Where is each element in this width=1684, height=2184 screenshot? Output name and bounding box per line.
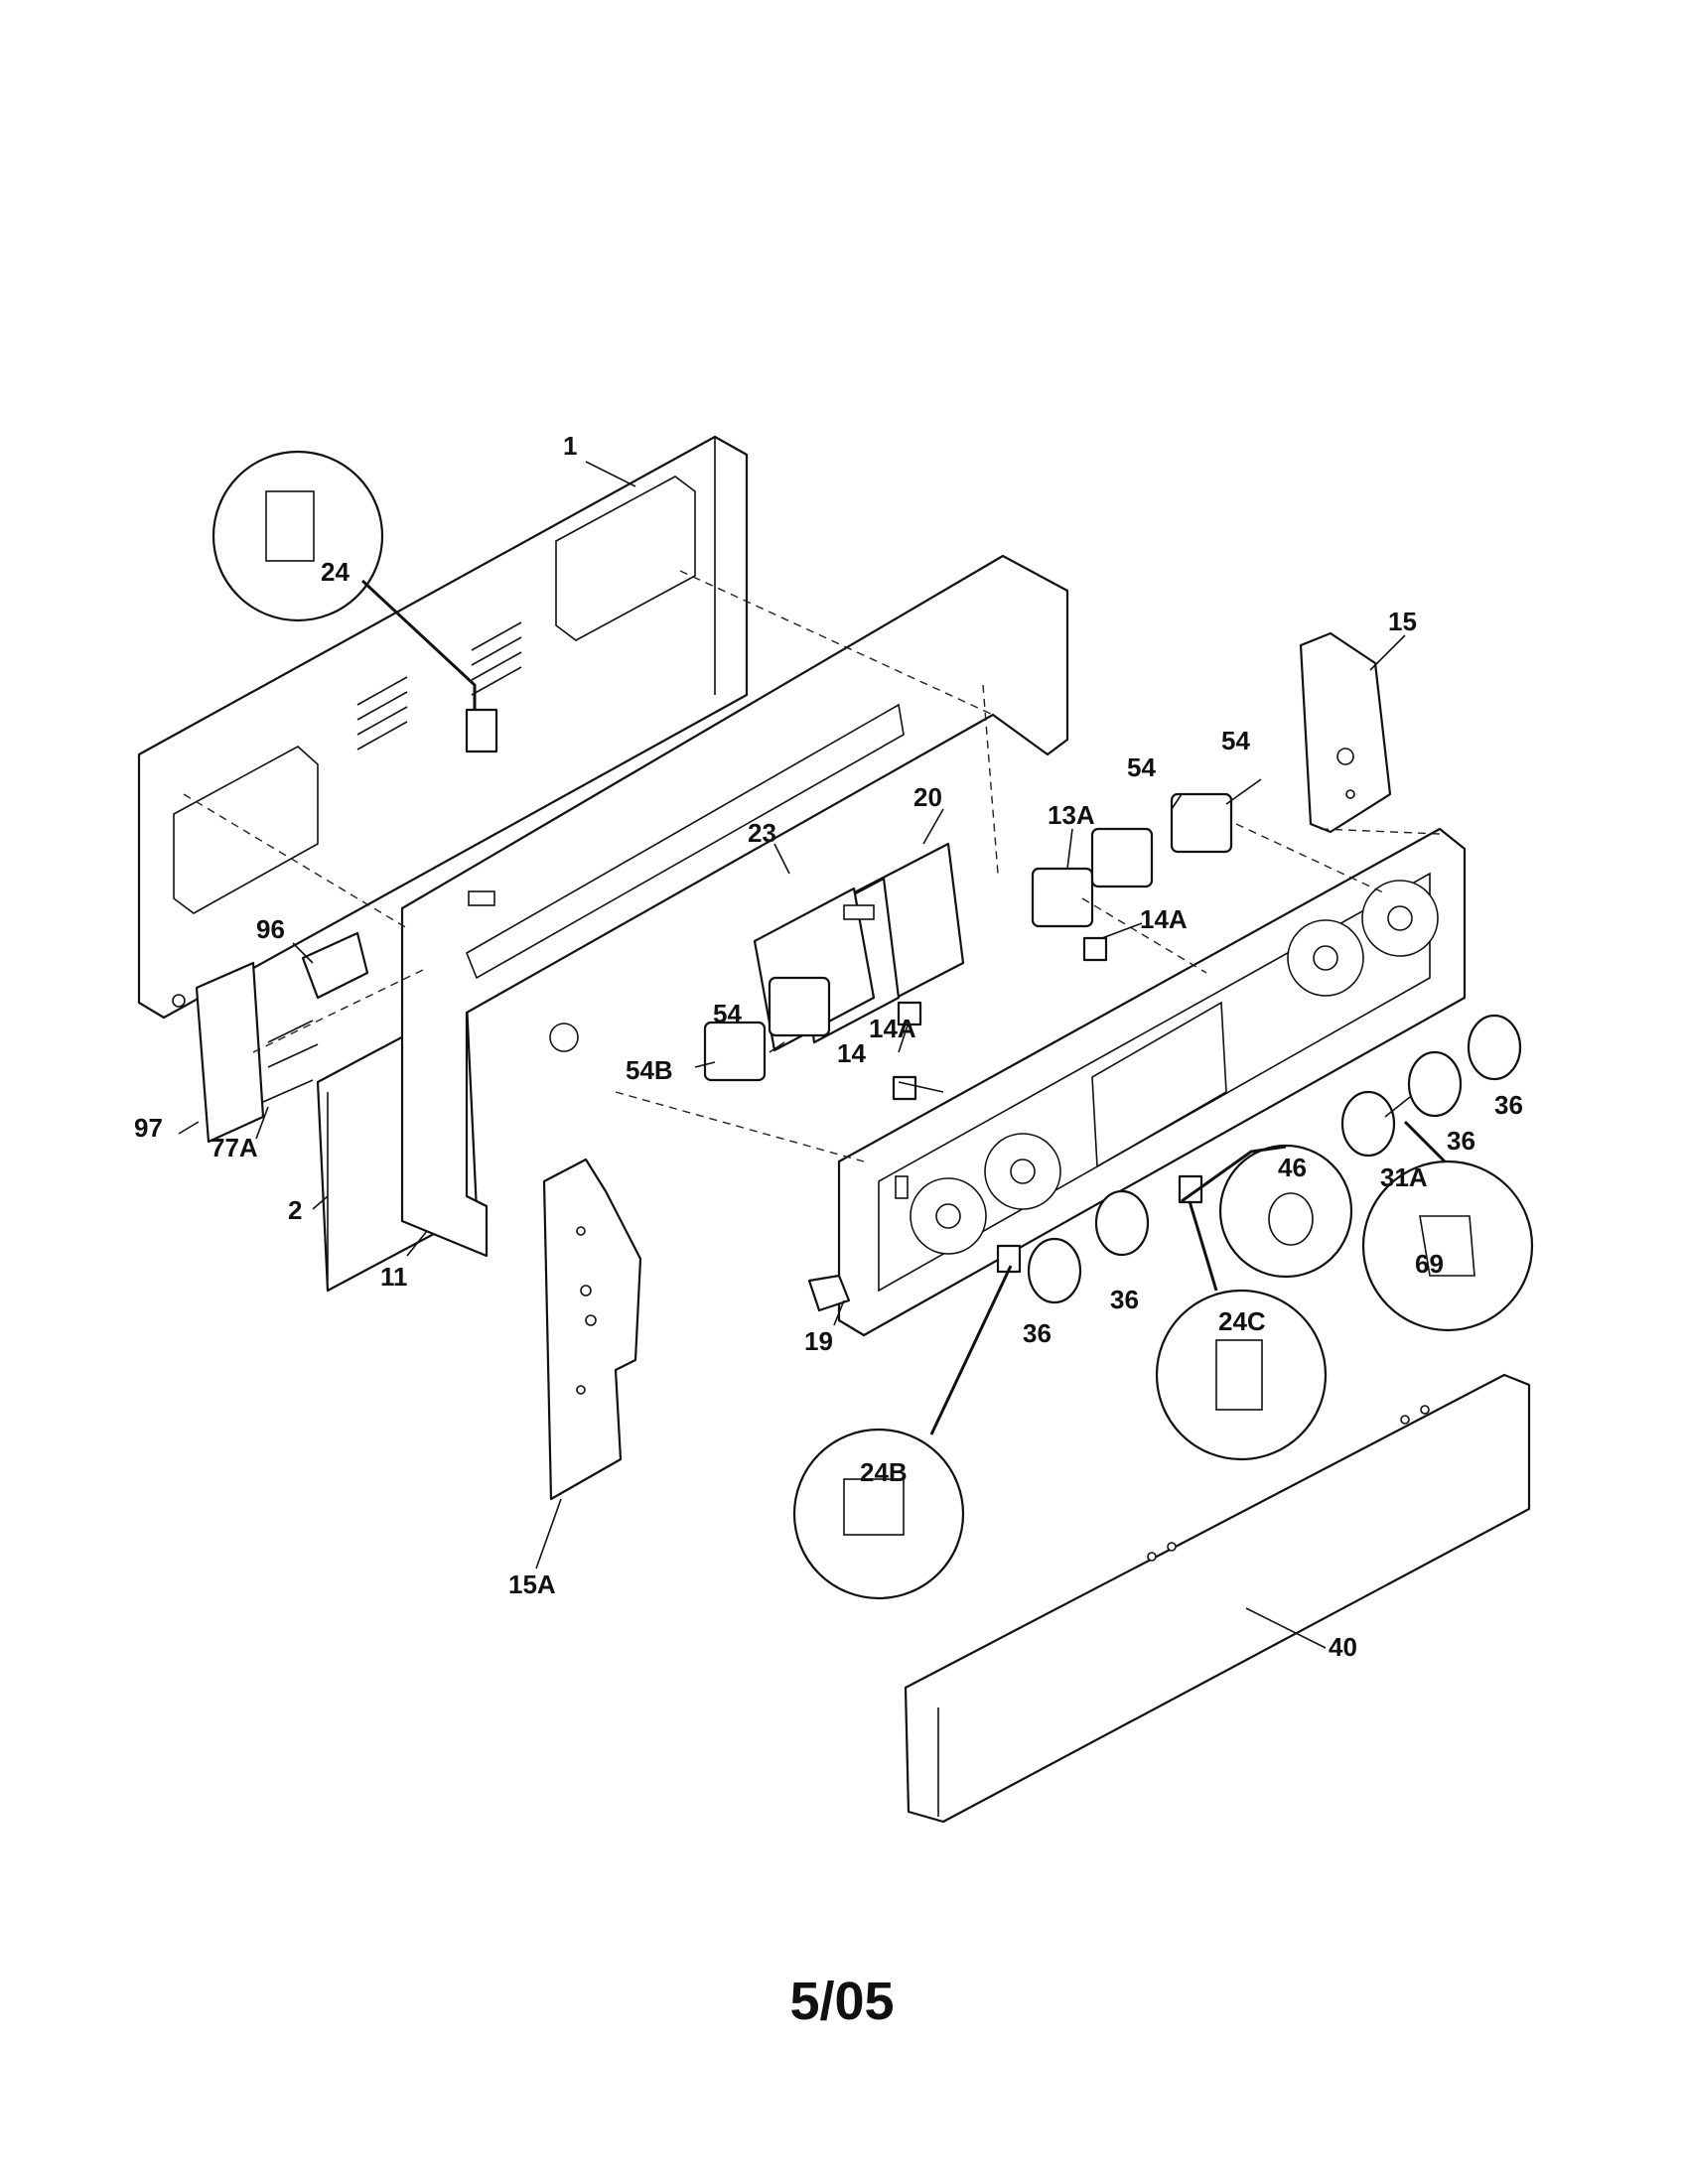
backguard-frame <box>400 554 1069 1258</box>
callout-24: 24 <box>321 557 350 587</box>
callout-20: 20 <box>913 782 942 812</box>
callout-69: 69 <box>1415 1249 1444 1279</box>
callout-labels: 1 2 11 13A 14 14A 14A 15 15A 19 20 23 24… <box>134 431 1523 1662</box>
page-footer: 5/05 <box>789 1972 895 2031</box>
detail-circles <box>211 450 1534 1600</box>
callout-13A: 13A <box>1048 800 1095 830</box>
infinite-switches <box>703 792 1233 1082</box>
callout-14A-a: 14A <box>1140 904 1188 934</box>
callout-19: 19 <box>804 1326 833 1356</box>
callout-36-d: 36 <box>1023 1318 1052 1348</box>
callout-14A-b: 14A <box>869 1014 916 1043</box>
callout-97: 97 <box>134 1113 163 1143</box>
callout-24B: 24B <box>860 1457 908 1487</box>
callout-46: 46 <box>1278 1153 1307 1182</box>
callout-31A: 31A <box>1380 1162 1428 1192</box>
left-end-bracket <box>542 1158 642 1501</box>
leader-lines <box>178 461 1411 1649</box>
callout-54B: 54B <box>626 1055 673 1085</box>
callout-54-a: 54 <box>1127 752 1156 782</box>
rocker-switches <box>465 708 1203 1274</box>
callout-14: 14 <box>837 1038 866 1068</box>
callout-54-b: 54 <box>1221 726 1250 755</box>
callout-36-a: 36 <box>1494 1090 1523 1120</box>
control-panel <box>807 827 1467 1337</box>
callout-24C: 24C <box>1218 1306 1266 1336</box>
knobs <box>1027 1014 1522 1304</box>
right-end-bracket <box>1299 631 1392 834</box>
callout-36-b: 36 <box>1447 1126 1475 1156</box>
callout-36-c: 36 <box>1110 1285 1139 1314</box>
callout-11: 11 <box>380 1262 408 1292</box>
terminal-block <box>195 931 369 1144</box>
callout-15: 15 <box>1388 607 1417 636</box>
callout-40: 40 <box>1329 1632 1357 1662</box>
rear-panel <box>137 435 749 1020</box>
callout-1: 1 <box>563 431 577 461</box>
alignment-lines <box>183 570 1441 1162</box>
callout-54-c: 54 <box>713 999 742 1028</box>
detail-icons <box>265 490 1475 1536</box>
callout-23: 23 <box>748 818 776 848</box>
callout-2: 2 <box>288 1195 302 1225</box>
callout-77A: 77A <box>210 1133 258 1162</box>
terminals <box>892 936 1108 1101</box>
callout-96: 96 <box>256 914 285 944</box>
callout-15A: 15A <box>508 1570 556 1599</box>
connector-lines <box>360 579 1447 1435</box>
trim-panel <box>904 1373 1531 1824</box>
